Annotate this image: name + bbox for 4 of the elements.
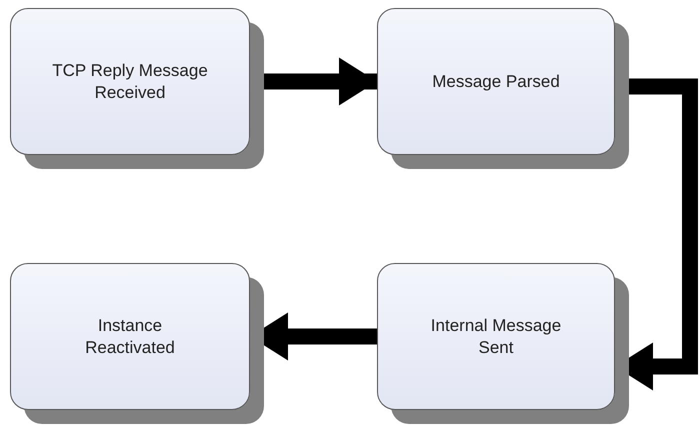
box-label: Instance Reactivated [84, 314, 176, 358]
box-label: Internal Message Sent [430, 314, 562, 358]
box-label: TCP Reply Message Received [51, 60, 209, 104]
box-label: Message Parsed [432, 70, 560, 92]
